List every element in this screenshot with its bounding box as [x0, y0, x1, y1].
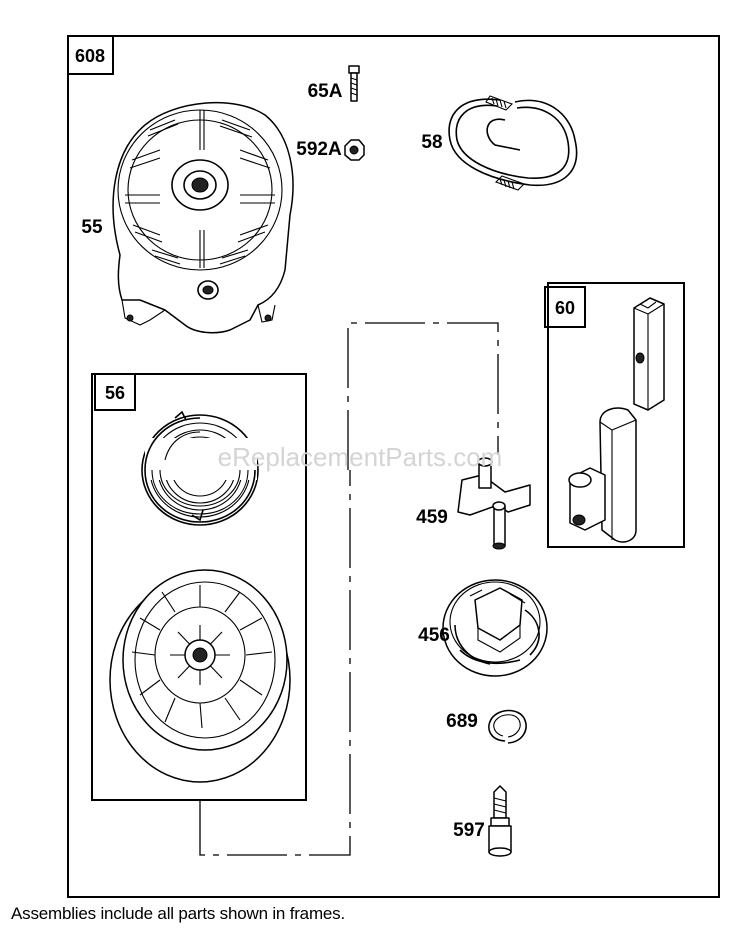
- label-58: 58: [421, 132, 442, 153]
- assembly-number: 608: [75, 46, 105, 66]
- label-456: 456: [418, 625, 450, 646]
- frame-56: [91, 373, 307, 801]
- retainer-ring-part: [488, 709, 527, 744]
- pulley-part: [109, 569, 291, 783]
- frame-60-label-box: [544, 286, 586, 328]
- label-55: 55: [81, 217, 103, 238]
- label-689: 689: [446, 711, 478, 732]
- frame-60-label: 60: [555, 298, 575, 318]
- label-592a: 592A: [296, 139, 342, 160]
- nut-part: [344, 139, 365, 161]
- watermark: eReplacementParts.com: [218, 442, 503, 472]
- blower-housing-part: [112, 101, 294, 334]
- frame-56-label: 56: [105, 383, 125, 403]
- label-65a: 65A: [308, 81, 343, 102]
- pawl-part: [457, 457, 531, 550]
- assembly-label-box: [67, 35, 114, 75]
- recoil-spring-part: [141, 410, 259, 526]
- ratchet-part: [442, 579, 548, 677]
- frame-60: [547, 282, 685, 548]
- screw-part: [348, 65, 360, 102]
- label-597: 597: [453, 820, 485, 841]
- label-459: 459: [416, 507, 448, 528]
- footnote: Assemblies include all parts shown in fr…: [11, 904, 345, 923]
- connector-line: [199, 322, 499, 856]
- shoulder-screw-part: [488, 785, 512, 857]
- starter-rope-part: [448, 95, 578, 191]
- outer-frame: [67, 35, 720, 898]
- rope-handle-part: [568, 297, 665, 543]
- frame-56-label-box: [94, 373, 136, 411]
